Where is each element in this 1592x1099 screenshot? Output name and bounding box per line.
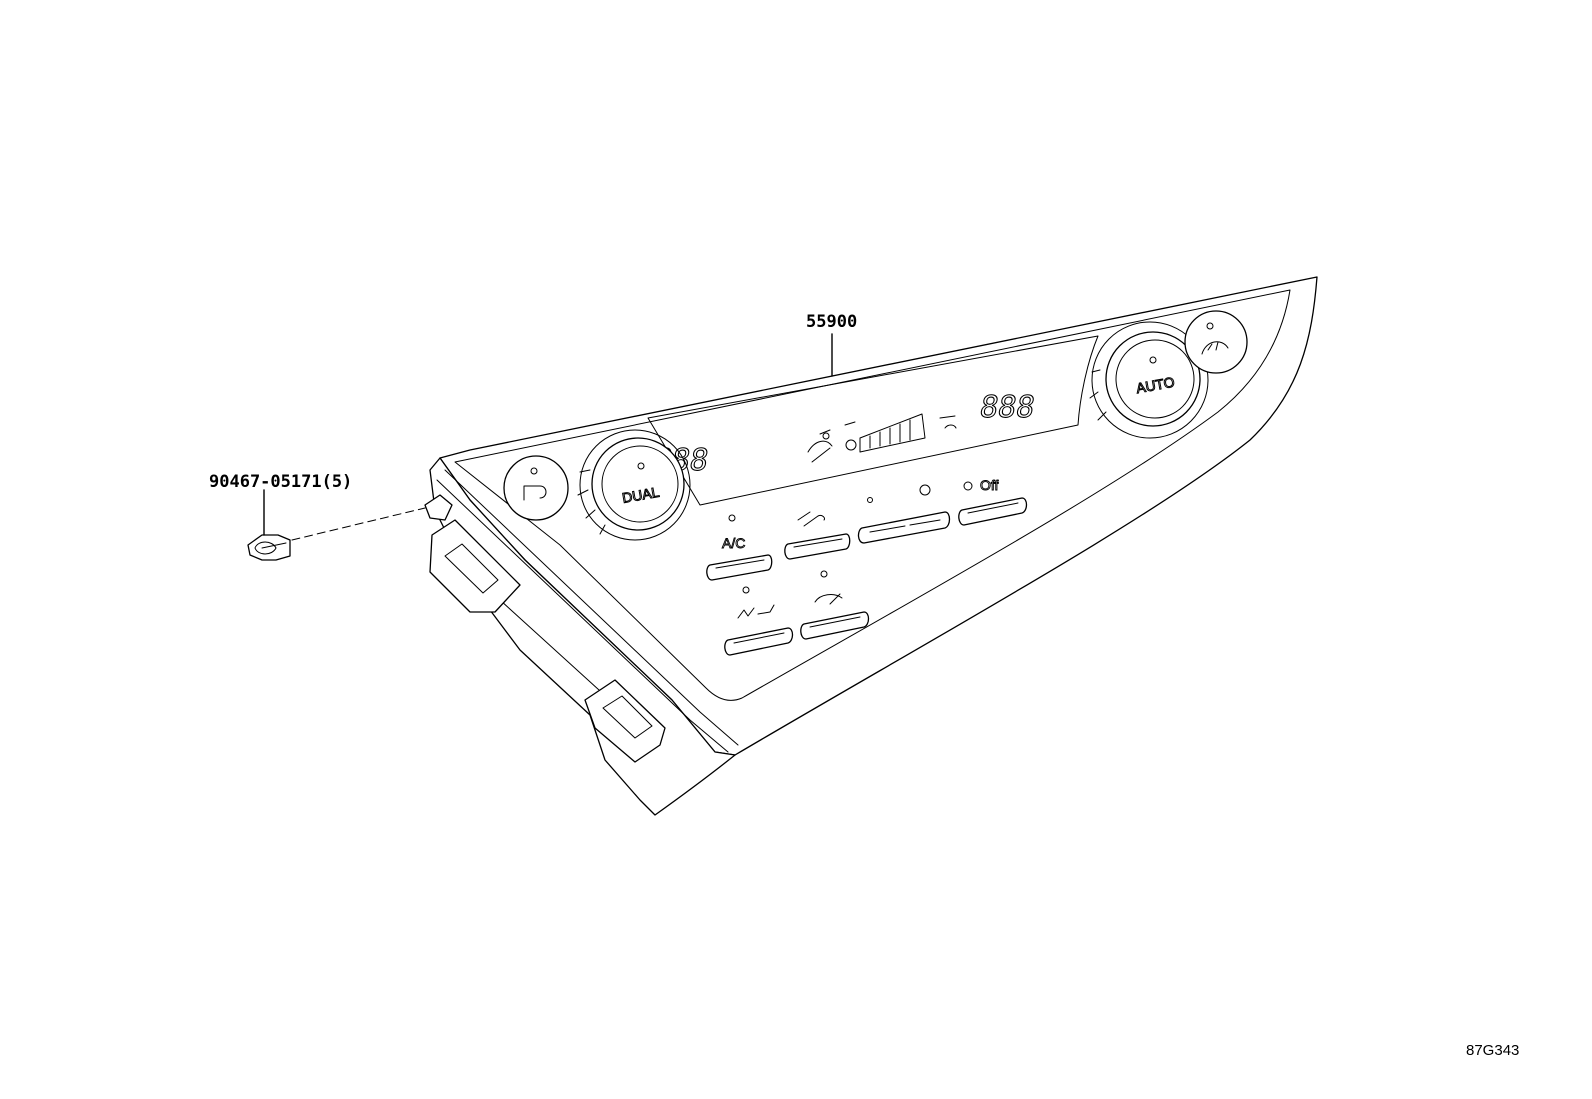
fan-off-button[interactable]: Off <box>919 477 1028 526</box>
ac-button[interactable]: A/C <box>706 514 773 581</box>
outside-temp-icon <box>939 415 957 429</box>
ac-button-label: A/C <box>722 535 745 551</box>
housing-edge-3 <box>499 599 611 701</box>
mounting-tab-lower <box>584 679 666 763</box>
front-defrost-button[interactable] <box>1184 310 1248 374</box>
fan-speed-down-button[interactable] <box>857 497 951 544</box>
housing-edge-1 <box>444 469 739 746</box>
climate-control-panel: 888 888 <box>424 276 1318 816</box>
installation-line <box>291 507 426 541</box>
airflow-mode-icon <box>807 429 833 463</box>
fan-speed-bargraph <box>859 413 926 453</box>
mounting-slot-lower <box>602 695 653 739</box>
display-window <box>647 335 1099 506</box>
diagram-reference-code: 87G343 <box>1466 1042 1519 1059</box>
mounting-slot-upper <box>444 543 499 594</box>
panel-part-callout: 55900 <box>806 312 857 332</box>
dual-knob-label: DUAL <box>621 484 661 506</box>
right-temp-display: 888 <box>977 390 1037 425</box>
housing-edge-2 <box>436 479 729 753</box>
mounting-tab-upper <box>429 519 521 613</box>
fan-indicator-icon <box>844 421 857 451</box>
auto-temperature-knob[interactable]: AUTO <box>1089 321 1209 439</box>
mode-button[interactable] <box>784 511 851 560</box>
recirculation-button[interactable] <box>503 455 569 521</box>
fan-off-label: Off <box>980 477 999 493</box>
panel-clip-boss <box>424 494 453 521</box>
outside-air-button[interactable] <box>800 570 870 640</box>
dual-temperature-knob[interactable]: DUAL <box>577 429 691 541</box>
rear-defrost-button[interactable] <box>724 586 794 656</box>
retaining-clip <box>247 534 291 561</box>
clip-part-callout: 90467-05171(5) <box>209 472 352 492</box>
auto-knob-label: AUTO <box>1135 374 1176 396</box>
panel-face <box>454 289 1291 701</box>
panel-outer-bezel <box>439 276 1318 756</box>
